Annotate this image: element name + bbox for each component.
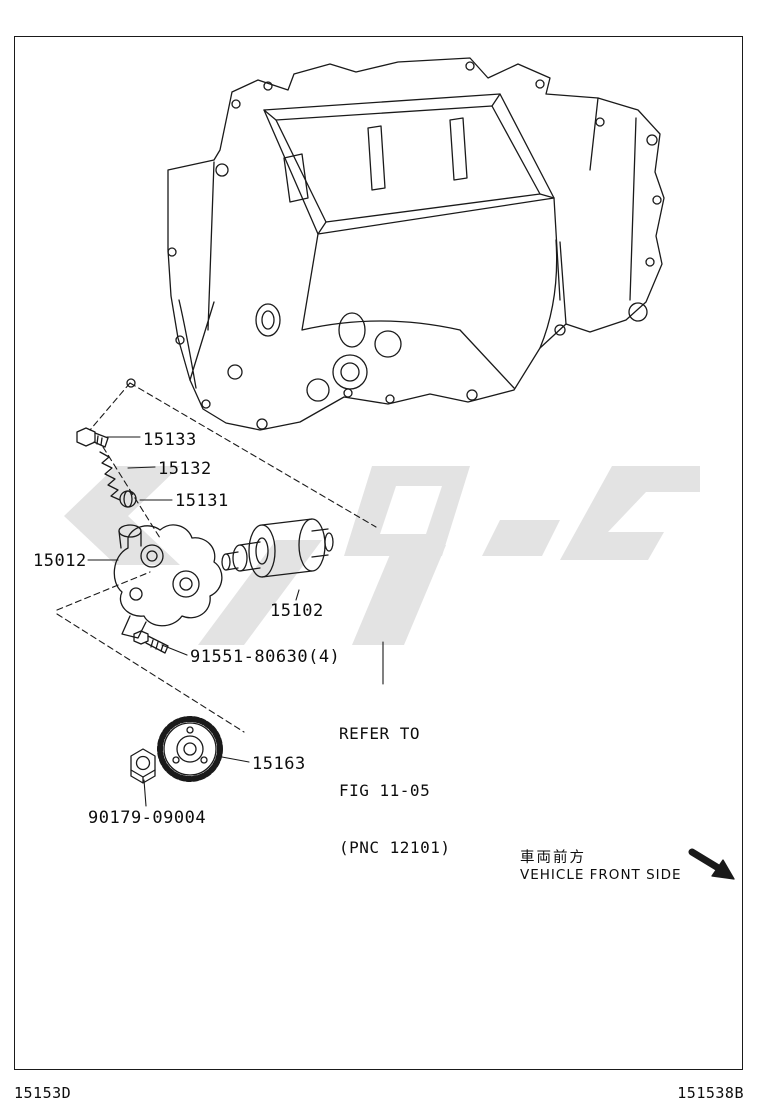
leader-lines (87, 436, 384, 807)
watermark-logo (64, 466, 700, 645)
refer-note-line1: REFER TO (339, 724, 421, 743)
diagram-border-frame (14, 36, 743, 1070)
relief-valve-spring-drawing (99, 451, 121, 501)
part-label-15163: 15163 (252, 754, 306, 774)
vehicle-front-arrow-icon (688, 848, 735, 880)
figure-code-left: 15153D (14, 1084, 72, 1102)
part-label-15133: 15133 (143, 430, 197, 450)
oil-pump-body-drawing (113, 524, 223, 639)
refer-note-line2: FIG 11-05 (339, 781, 431, 800)
part-label-15131: 15131 (175, 491, 229, 511)
refer-note: REFER TO FIG 11-05 (PNC 12101) (339, 686, 450, 895)
engine-block-drawing (126, 57, 665, 431)
part-label-15132: 15132 (158, 459, 212, 479)
pump-rotor-shaft-drawing (221, 518, 334, 578)
part-label-91551: 91551-80630(4) (190, 647, 341, 667)
part-label-15102: 15102 (270, 601, 324, 621)
vehicle-front-label-en: VEHICLE FRONT SIDE (520, 867, 682, 883)
relief-valve-piston-drawing (119, 490, 137, 508)
figure-code-right: 151538B (677, 1084, 744, 1102)
lock-nut-drawing (130, 748, 156, 784)
drive-sprocket-drawing (157, 716, 223, 782)
mounting-bolt-drawing (133, 630, 169, 654)
part-label-90179: 90179-09004 (88, 808, 207, 828)
relief-valve-plug-drawing (76, 427, 109, 448)
vehicle-front-label-jp: 車両前方 (520, 850, 586, 866)
assembly-dashed-lines (56, 382, 377, 733)
part-label-15012: 15012 (33, 551, 87, 571)
refer-note-line3: (PNC 12101) (339, 838, 451, 857)
